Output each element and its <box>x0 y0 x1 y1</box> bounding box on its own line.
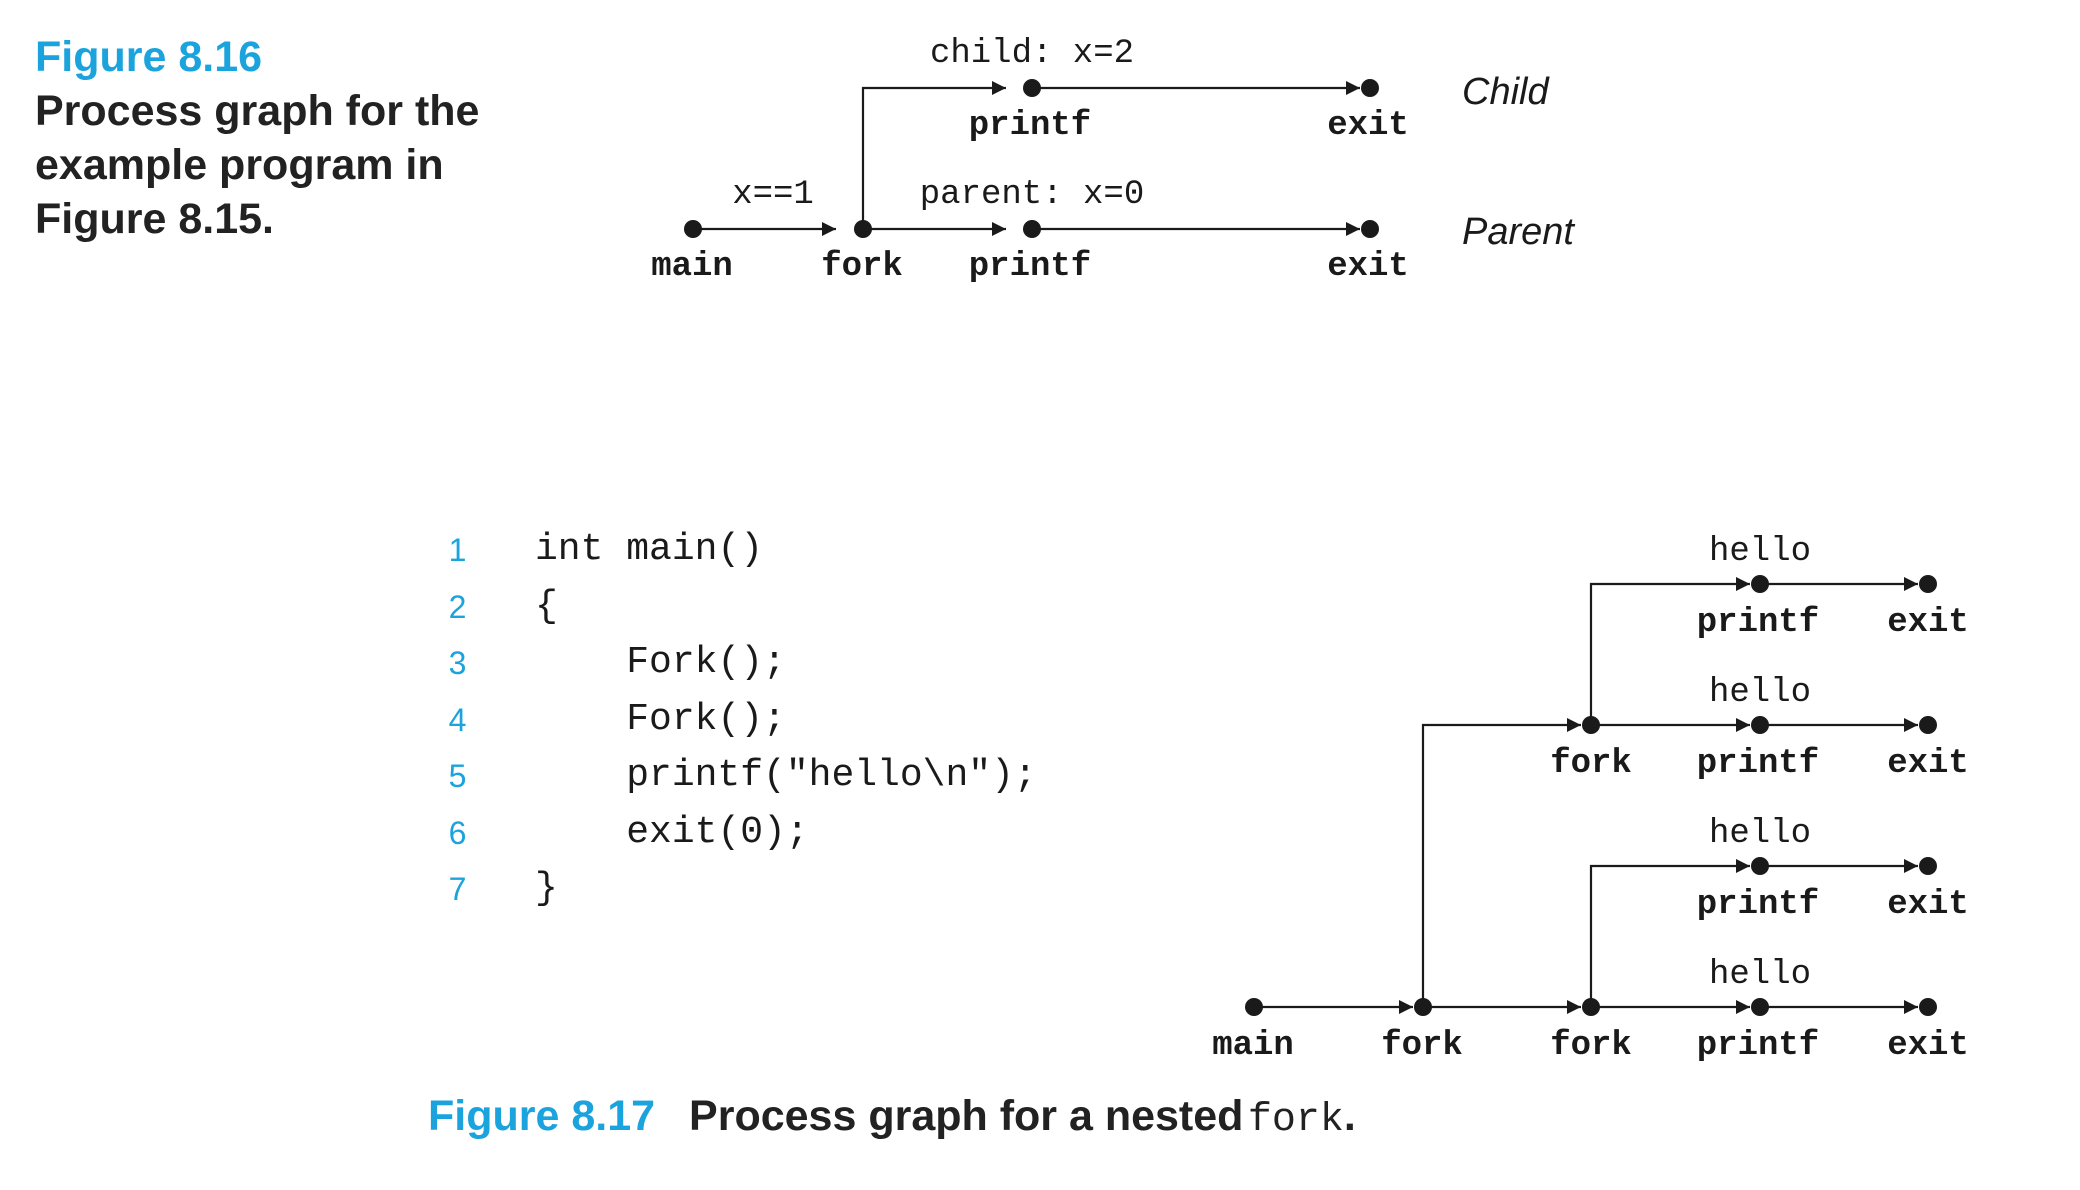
node-fork <box>1582 716 1600 734</box>
code-line: 5 printf("hello\n"); <box>430 748 1037 805</box>
node-fork <box>1582 998 1600 1016</box>
code-text: int main() <box>535 528 764 571</box>
row-label-parent: Parent <box>1462 211 1575 253</box>
figure-8-17-graph <box>1254 577 1918 1014</box>
edge-fork3-printf-row1 <box>1589 577 1750 725</box>
line-number: 5 <box>448 758 467 794</box>
figure-8-17-title-code: fork <box>1247 1098 1344 1143</box>
node-label-fork: fork <box>1550 745 1632 783</box>
node-parent-printf <box>1023 220 1041 238</box>
node-label-exit: exit <box>1887 604 1969 642</box>
node-label-child-printf: printf <box>969 107 1091 145</box>
line-number: 4 <box>448 701 467 738</box>
node-printf <box>1751 716 1769 734</box>
code-line: 7} <box>430 861 1037 918</box>
line-number: 7 <box>448 871 467 907</box>
node-label-exit: exit <box>1887 1027 1969 1065</box>
code-text: Fork(); <box>535 641 786 684</box>
line-number: 2 <box>448 588 467 625</box>
figure-8-17-caption: Figure 8.17 Process graph for a nested fo… <box>428 1092 1356 1143</box>
code-line: 2{ <box>430 579 1037 636</box>
edge-fork-child-printf <box>861 81 1006 229</box>
node-label-fork: fork <box>821 248 903 286</box>
figure-8-16-label: Figure 8.16 <box>35 33 263 81</box>
code-text: printf("hello\n"); <box>535 754 1037 797</box>
node-label-fork: fork <box>1550 1027 1632 1065</box>
edge-label-hello: hello <box>1709 956 1811 994</box>
line-number: 1 <box>448 532 467 568</box>
node-label-exit: exit <box>1887 886 1969 924</box>
code-line: 1 int main() <box>430 522 1037 579</box>
node-exit <box>1919 857 1937 875</box>
figure-8-17-title-end: . <box>1343 1092 1356 1140</box>
node-label-main: main <box>651 248 733 286</box>
node-child-exit <box>1361 79 1379 97</box>
edge-label-hello: hello <box>1709 533 1811 571</box>
line-number: 6 <box>448 814 467 851</box>
node-main <box>684 220 702 238</box>
code-line: 3 Fork(); <box>430 635 1037 692</box>
edge-label-hello: hello <box>1709 815 1811 853</box>
code-line: 6 exit(0); <box>430 805 1037 862</box>
node-printf <box>1751 857 1769 875</box>
node-label-parent-exit: exit <box>1327 248 1409 286</box>
node-printf <box>1751 575 1769 593</box>
node-exit <box>1919 575 1937 593</box>
node-parent-exit <box>1361 220 1379 238</box>
node-label-exit: exit <box>1887 745 1969 783</box>
edge-label-child: child: x=2 <box>930 35 1134 73</box>
node-label-printf: printf <box>1697 745 1819 783</box>
edge-label-x-equals-1: x==1 <box>732 176 814 214</box>
node-label-fork: fork <box>1381 1027 1463 1065</box>
node-label-child-exit: exit <box>1327 107 1409 145</box>
line-number: 3 <box>448 645 467 681</box>
node-fork <box>854 220 872 238</box>
figure-8-17-nodes <box>1245 575 1937 1016</box>
edge-fork1-fork3 <box>1421 718 1581 1007</box>
figure-8-16-title: Process graph for the example program in… <box>35 87 480 243</box>
figure-8-16-nodes <box>684 79 1379 238</box>
code-text: } <box>535 867 558 910</box>
edge-label-parent: parent: x=0 <box>920 176 1144 214</box>
node-exit <box>1919 716 1937 734</box>
figure-8-17-title: Process graph for a nested <box>689 1092 1244 1140</box>
edge-fork2-printf-row3 <box>1589 859 1750 1007</box>
code-text: exit(0); <box>535 810 809 854</box>
code-text: Fork(); <box>535 697 786 741</box>
code-text: { <box>535 584 558 628</box>
node-label-main: main <box>1212 1027 1294 1065</box>
edge-label-hello: hello <box>1709 674 1811 712</box>
node-fork <box>1414 998 1432 1016</box>
figure-8-16-caption: Figure 8.16 Process graph for the exampl… <box>35 30 515 246</box>
code-line: 4 Fork(); <box>430 692 1037 749</box>
row-label-child: Child <box>1462 71 1550 113</box>
node-label-printf: printf <box>1697 1027 1819 1065</box>
node-exit <box>1919 998 1937 1016</box>
node-main <box>1245 998 1263 1016</box>
node-label-printf: printf <box>1697 886 1819 924</box>
node-printf <box>1751 998 1769 1016</box>
figure-8-17-label: Figure 8.17 <box>428 1092 656 1140</box>
node-label-printf: printf <box>1697 604 1819 642</box>
node-child-printf <box>1023 79 1041 97</box>
node-label-parent-printf: printf <box>969 248 1091 286</box>
figure-8-16-graph <box>693 81 1360 236</box>
